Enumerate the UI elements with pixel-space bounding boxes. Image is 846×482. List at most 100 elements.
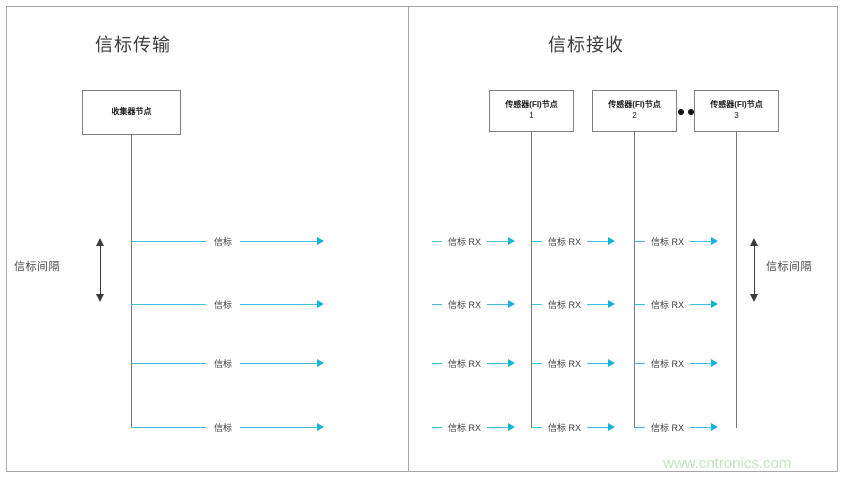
arrow-right-icon [508,300,516,308]
arrow-right-icon [608,300,616,308]
arrow-right-icon [608,359,616,367]
ellipsis-icon [678,108,694,116]
arrow-down-icon [750,294,758,302]
node-box-sensor-2[interactable]: 传感器(FI)节点 2 [592,90,677,132]
arrow-up-icon [750,238,758,246]
beacon-rx-label: 信标 RX [448,236,482,247]
beacon-rx-label: 信标 RX [448,422,482,433]
arrow-right-icon [508,237,516,245]
beacon-rx-label: 信标 RX [548,358,582,369]
beacon-line-segment [131,362,206,364]
beacon-line-segment [487,426,510,428]
node-box-sensor-2-label: 传感器(FI)节点 [608,100,661,110]
beacon-line-segment [131,240,206,242]
beacon-line-segment [690,303,713,305]
beacon-rx-label: 信标 RX [548,236,582,247]
node-box-collector-label: 收集器节点 [111,107,152,117]
watermark: www.cntronics.com [663,455,792,472]
timeline-sensor-1 [531,132,532,428]
node-box-sensor-2-index: 2 [632,111,637,120]
beacon-interval-label-left: 信标间隔 [14,261,60,273]
beacon-line-segment [690,426,713,428]
beacon-row-label: 信标 [214,236,233,247]
beacon-line-segment [240,240,319,242]
beacon-rx-label: 信标 RX [448,358,482,369]
beacon-line-dash [635,303,645,305]
panel-divider [408,6,409,472]
arrow-right-icon [317,423,325,431]
beacon-line-dash [635,426,645,428]
arrow-right-icon [711,359,719,367]
arrow-right-icon [508,359,516,367]
beacon-row: 信标 [131,355,325,371]
beacon-rx-cell: 信标 RX [432,296,532,312]
beacon-line-dash [432,303,442,305]
beacon-rx-cell: 信标 RX [635,296,738,312]
beacon-line-segment [487,303,510,305]
arrow-shaft [754,244,755,296]
beacon-row-label: 信标 [214,299,233,310]
beacon-interval-arrow-right [750,238,759,302]
arrow-down-icon [96,294,104,302]
beacon-line-segment [587,426,610,428]
beacon-rx-cell: 信标 RX [532,355,635,371]
beacon-rx-row: 信标 RX 信标 RX 信标 RX [432,355,738,371]
beacon-line-segment [131,303,206,305]
beacon-line-segment [131,426,206,428]
beacon-line-segment [487,240,510,242]
beacon-line-dash [532,426,542,428]
arrow-up-icon [96,238,104,246]
beacon-line-segment [240,426,319,428]
beacon-line-dash [432,426,442,428]
beacon-line-dash [532,303,542,305]
arrow-right-icon [608,237,616,245]
node-box-collector[interactable]: 收集器节点 [82,90,181,135]
beacon-line-segment [690,362,713,364]
node-box-sensor-3[interactable]: 传感器(FI)节点 3 [694,90,779,132]
beacon-line-dash [635,362,645,364]
arrow-right-icon [711,237,719,245]
arrow-right-icon [317,300,325,308]
beacon-rx-label: 信标 RX [651,236,685,247]
beacon-line-segment [587,362,610,364]
beacon-rx-cell: 信标 RX [635,419,738,435]
node-box-sensor-1[interactable]: 传感器(FI)节点 1 [489,90,574,132]
timeline-collector [131,135,132,428]
beacon-line-segment [240,303,319,305]
beacon-line-dash [635,240,645,242]
beacon-line-dash [432,240,442,242]
beacon-row-label: 信标 [214,358,233,369]
node-box-sensor-3-label: 传感器(FI)节点 [710,100,763,110]
beacon-line-dash [432,362,442,364]
arrow-shaft [100,244,101,296]
beacon-rx-cell: 信标 RX [532,419,635,435]
timeline-sensor-2 [634,132,635,428]
arrow-right-icon [317,359,325,367]
panel-title-beacon-transmission: 信标传输 [95,35,171,55]
ellipsis-dot [678,109,684,115]
beacon-line-segment [487,362,510,364]
beacon-rx-label: 信标 RX [448,299,482,310]
beacon-rx-cell: 信标 RX [635,355,738,371]
beacon-row-label: 信标 [214,422,233,433]
beacon-rx-cell: 信标 RX [532,233,635,249]
beacon-rx-cell: 信标 RX [432,419,532,435]
timeline-sensor-3 [736,132,737,428]
node-box-sensor-1-label: 传感器(FI)节点 [505,100,558,110]
node-box-sensor-3-index: 3 [734,111,739,120]
beacon-rx-cell: 信标 RX [432,355,532,371]
diagram-frame [6,6,838,472]
beacon-rx-cell: 信标 RX [635,233,738,249]
beacon-rx-label: 信标 RX [651,422,685,433]
arrow-right-icon [711,300,719,308]
arrow-right-icon [317,237,325,245]
beacon-interval-arrow-left [96,238,105,302]
beacon-interval-label-right: 信标间隔 [766,261,812,273]
node-box-sensor-1-index: 1 [529,111,534,120]
beacon-line-segment [587,240,610,242]
arrow-right-icon [711,423,719,431]
beacon-rx-cell: 信标 RX [532,296,635,312]
beacon-line-segment [587,303,610,305]
beacon-rx-label: 信标 RX [651,299,685,310]
